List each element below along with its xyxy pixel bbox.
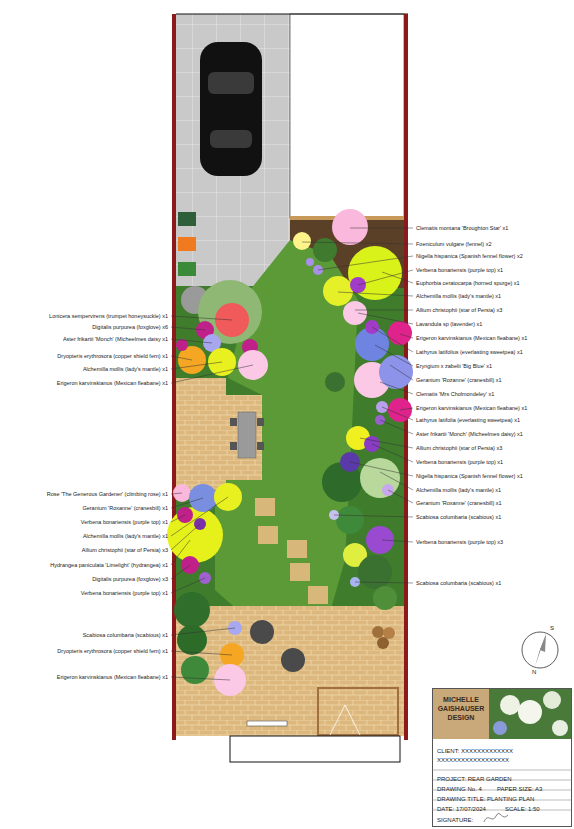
leader-line — [375, 345, 413, 366]
compass-letter: S — [550, 624, 554, 632]
leader-line — [338, 292, 413, 296]
designer-logo: MICHELLE GAISHAUSER DESIGN — [435, 695, 487, 722]
leader-line — [334, 515, 413, 517]
leader-line — [388, 490, 413, 503]
leader-line — [372, 327, 413, 352]
plant-label: Lathyrus latifolius (everlasting sweetpe… — [416, 348, 523, 356]
plant-label: Aster frikartii 'Monch' (Micheelmes dais… — [63, 335, 168, 343]
title-block-text: DRAWING TITLE: PLANTING PLAN — [437, 795, 534, 803]
plant-label: Verbena bonariensis (purple top) x1 — [81, 589, 168, 597]
plant-label: Euphorbia ceratocarpa (horned spurge) x1 — [416, 279, 520, 287]
leader-line — [382, 407, 413, 420]
leader-line — [171, 578, 205, 593]
title-block-text: SCALE: 1:50 — [505, 805, 540, 813]
title-block-text: XXXXXXXXXXXXXXXXXX — [437, 756, 509, 764]
leader-line — [171, 362, 222, 369]
plant-label: Geranium 'Roxanne' (cranesbill) x1 — [82, 504, 168, 512]
leader-line — [171, 565, 190, 579]
leader-line — [171, 493, 182, 494]
plant-label: Alchemilla mollis (lady's mantle) x1 — [83, 532, 168, 540]
title-block-text: PAPER SIZE: A3 — [497, 785, 542, 793]
plant-label: Verbena bonariensis (purple top) x1 — [81, 518, 168, 526]
plant-label: Alchemilla mollis (lady's mantle) x1 — [83, 365, 168, 373]
leader-line — [355, 582, 413, 583]
plant-label: Lavandula sp (lavender) x1 — [416, 320, 482, 328]
leader-line — [358, 313, 413, 324]
leader-line — [318, 256, 413, 270]
plant-label: Verbena bonariensis (purple top) x1 — [416, 458, 503, 466]
leader-line — [360, 438, 413, 448]
plant-label: Alchemilla mollis (lady's mantle) x1 — [416, 486, 501, 494]
leader-line — [358, 270, 413, 285]
plant-label: Alchemilla mollis (lady's mantle) x1 — [416, 292, 501, 300]
title-block-text: SIGNATURE: — [437, 816, 473, 824]
leader-line — [171, 365, 253, 383]
leader-line — [171, 651, 232, 655]
leader-line — [382, 540, 413, 542]
plant-label: Foeniculum vulgare (fennel) x2 — [416, 240, 492, 248]
plant-label: Geranium 'Rozanne' (cranesbill) x1 — [416, 376, 502, 384]
title-block-text: DATE: 17/07/2024 — [437, 805, 486, 813]
title-block-text: PROJECT: REAR GARDEN — [437, 775, 512, 783]
plant-label: Digitalis purpurea (foxglove) x6 — [92, 323, 168, 331]
plant-label: Lonicera sempervirens (trumpet honeysuck… — [49, 312, 168, 320]
plant-label: Hydrangea paniculata 'Limelight' (hydran… — [50, 561, 168, 569]
leader-line — [171, 339, 212, 343]
plant-label: Digitalis purpurea (foxglove) x3 — [92, 575, 168, 583]
leader-line — [171, 628, 235, 635]
leader-line — [380, 382, 413, 394]
plant-label: Geranium 'Roxanne' (cranesbill) x1 — [416, 499, 502, 507]
leader-line — [390, 365, 413, 380]
plant-label: Verbena bonariensis (purple top) x3 — [416, 538, 503, 546]
plant-label: Erigeron karvinskianus (Mexican fleabane… — [416, 334, 527, 342]
leader-line — [382, 272, 413, 283]
leader-line — [171, 356, 192, 360]
plant-label: Dryopteris erythrosora (copper shield fe… — [57, 352, 168, 360]
plant-label: Allium christophii (star of Persia) x3 — [82, 546, 168, 554]
leader-line — [372, 444, 413, 462]
plant-label: Nigella hispanica (Spanish fennel flower… — [416, 252, 523, 260]
plant-label: Erigeron karvinskianus (Mexican fleabane… — [57, 673, 168, 681]
leader-line — [171, 677, 230, 680]
plant-label: Lathyrus latifolia (everlasting sweetpea… — [416, 416, 520, 424]
leader-line — [171, 515, 185, 522]
plant-label: Rose 'The Generous Gardener' (climbing r… — [47, 490, 168, 498]
plant-label: Nigella hispanica (Spanish fennel flower… — [416, 472, 523, 480]
leader-line — [400, 408, 413, 410]
leader-line — [380, 472, 413, 490]
plant-label: Dryopteris erythrosora (copper shield fe… — [57, 647, 168, 655]
plant-label: Verbena bonariensis (purple top) x1 — [416, 266, 503, 274]
leader-line — [380, 420, 413, 434]
plant-label: Erigeron karvinskianus (Mexican fleabane… — [57, 379, 168, 387]
title-block-text: DRAWING No. 4 — [437, 785, 482, 793]
plant-label: Eryngium x zabelii 'Big Blue' x1 — [416, 362, 492, 370]
leader-line — [302, 242, 413, 244]
plant-label: Erigeron karvinskianus (Mexican fleabane… — [416, 404, 527, 412]
leader-line — [171, 497, 228, 536]
leader-line — [171, 327, 205, 330]
leader-line — [350, 228, 413, 229]
leader-line — [355, 310, 413, 311]
plant-label: Clematis montana 'Broughton Star' x1 — [416, 224, 508, 232]
leader-line — [400, 334, 413, 338]
plant-label: Scabiosa columbaria (scabious) x1 — [416, 579, 501, 587]
plant-label: Scabiosa columbaria (scabious) x1 — [416, 513, 501, 521]
leader-line — [171, 540, 190, 565]
leader-line — [350, 462, 413, 476]
title-block: MICHELLE GAISHAUSER DESIGN CLIENT: XXXXXX… — [432, 688, 572, 827]
plant-label: Allium christophii (star of Persia) x3 — [416, 444, 502, 452]
title-block-text: CLIENT: XXXXXXXXXXXXX — [437, 747, 513, 755]
plant-label: Allium christophii (star of Persia) x3 — [416, 306, 502, 314]
plant-label: Aster frikartii 'Monch' (Micheelmes dais… — [416, 430, 523, 438]
leader-line — [171, 498, 203, 508]
plant-label: Scabiosa columbaria (scabious) x1 — [83, 631, 168, 639]
plant-label: Clematis 'Mrs Cholmondeley' x1 — [416, 390, 494, 398]
compass-letter: N — [532, 668, 536, 676]
leader-line — [171, 316, 232, 320]
